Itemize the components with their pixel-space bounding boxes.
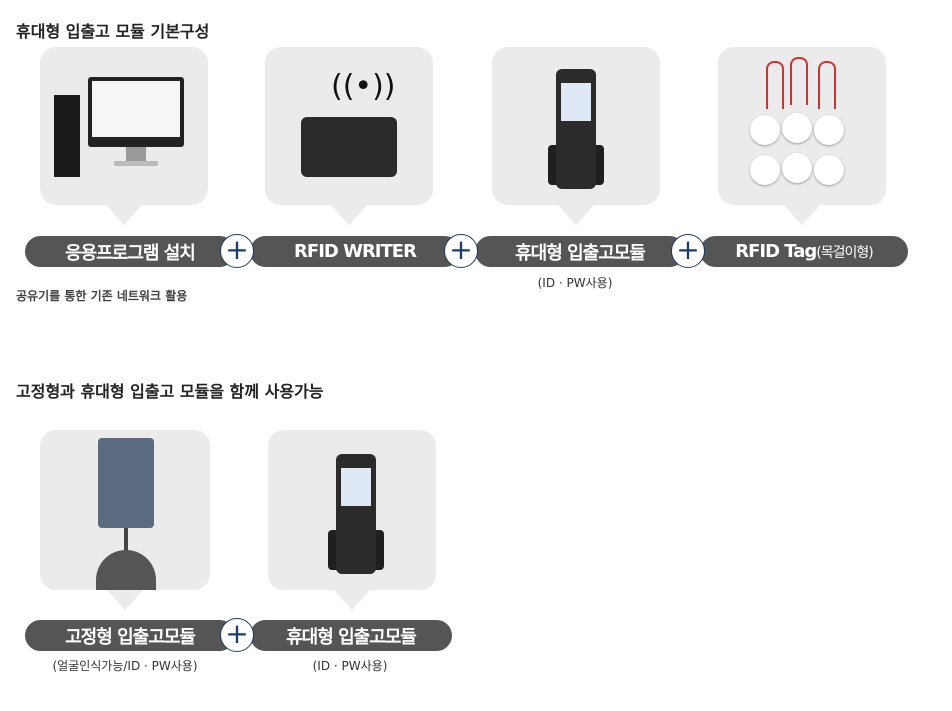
card-handheld [492, 47, 660, 225]
handheld-module-note: (ID · PW사용) [312, 659, 388, 673]
section2-title: 고정형과 휴대형 입출고 모듈을 함께 사용가능 [16, 382, 324, 401]
plus-icon: + [220, 618, 254, 652]
card-rfid-writer: ((•)) [265, 47, 433, 225]
pc-tower-icon [54, 95, 80, 177]
label-handheld-module: 휴대형 입출고모듈 [250, 620, 452, 651]
label-app-install: 응용프로그램 설치 [25, 236, 235, 267]
fixed-kiosk-icon [98, 438, 154, 528]
card-handheld-2 [268, 430, 436, 610]
label-rfid-writer: RFID WRITER [250, 236, 460, 267]
network-note: 공유기를 통한 기존 네트워크 활용 [16, 289, 188, 303]
plus-icon: + [671, 234, 705, 268]
wifi-icon: ((•)) [331, 69, 396, 104]
card-fixed-kiosk [40, 430, 210, 610]
label-fixed-module: 고정형 입출고모듈 [25, 620, 235, 651]
plus-icon: + [220, 234, 254, 268]
fixed-module-note: (얼굴인식가능/ID · PW사용) [52, 659, 198, 673]
handheld-terminal-icon [336, 454, 376, 574]
label-handheld: 휴대형 입출고모듈 [475, 236, 685, 267]
label-rfid-tag: RFID Tag(목걸이형) [700, 236, 908, 267]
handheld-terminal-icon [556, 69, 596, 189]
section1-title: 휴대형 입출고 모듈 기본구성 [16, 22, 210, 41]
plus-icon: + [444, 234, 478, 268]
card-pc [40, 47, 208, 225]
rfid-writer-icon [301, 117, 397, 177]
card-rfid-tag [718, 47, 886, 225]
monitor-icon [88, 77, 184, 147]
handheld-note: (ID · PW사용) [537, 276, 613, 290]
